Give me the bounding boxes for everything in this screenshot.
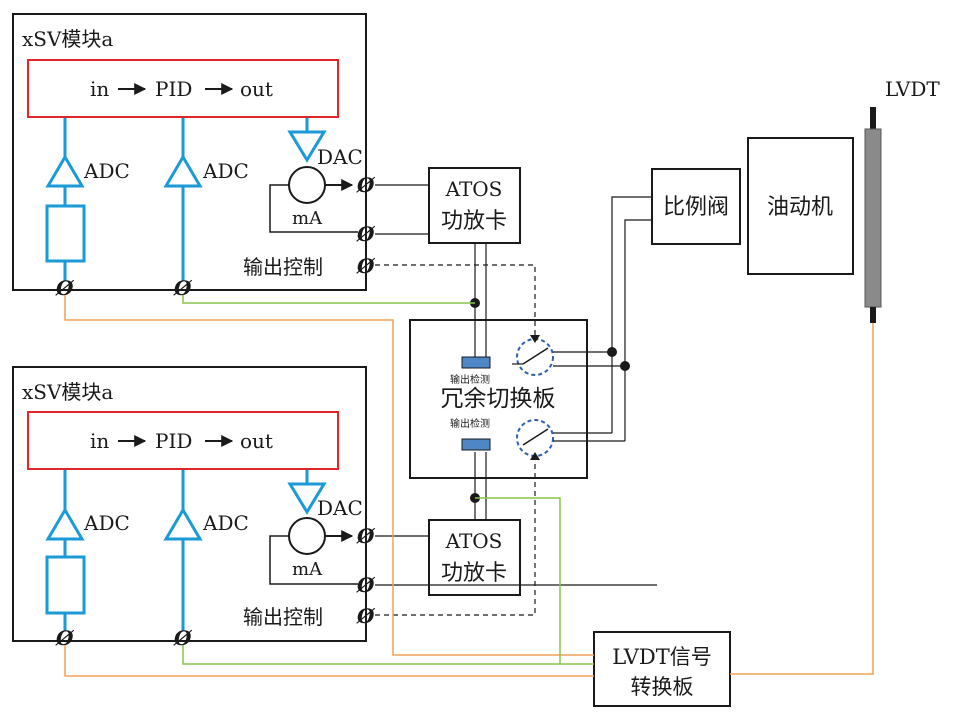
lvdt-top-cap xyxy=(870,107,876,129)
adc-1-triangle-icon xyxy=(45,154,85,188)
pid-label: PID xyxy=(155,429,192,453)
terminal-dac-return: Ø xyxy=(356,573,376,597)
dac-triangle-icon xyxy=(287,482,327,515)
terminal-dac-out: Ø xyxy=(356,173,376,197)
module-frame xyxy=(12,13,367,291)
current-source-icon xyxy=(288,517,326,555)
detect-label-bottom: 输出检测 xyxy=(450,417,490,430)
pid-box xyxy=(27,59,339,118)
adc-1-resistor-icon xyxy=(45,555,86,615)
lvdt-signal-converter: LVDT信号 转换板 xyxy=(593,631,731,707)
junction-dot xyxy=(620,361,630,371)
current-source-icon xyxy=(288,166,326,204)
lvdt-label: LVDT xyxy=(885,77,940,101)
module-frame xyxy=(12,366,367,642)
atos-line2: 功放卡 xyxy=(441,209,507,234)
terminal-output-control: Ø xyxy=(356,604,376,628)
terminal-dac-return: Ø xyxy=(356,222,376,246)
xsv-module-bottom: xSV模块a in PID out ADC ADC DAC mA Ø Ø 输出控… xyxy=(12,366,376,650)
output-control-label: 输出控制 xyxy=(243,255,323,279)
terminal-adc-1: Ø xyxy=(55,276,75,300)
detect-sensor-icon-bottom xyxy=(461,438,491,451)
lvdt-sensor: LVDT xyxy=(864,77,940,323)
valve-label: 比例阀 xyxy=(663,195,729,220)
orange-module-bottom xyxy=(64,645,594,677)
pid-out-label: out xyxy=(240,77,273,101)
ma-label: mA xyxy=(292,559,323,580)
detect-label-top: 输出检测 xyxy=(450,373,490,386)
dac-label: DAC xyxy=(317,145,363,169)
dac-label: DAC xyxy=(317,496,363,520)
orange-module-top xyxy=(64,295,594,656)
terminal-adc-2: Ø xyxy=(173,626,193,650)
adc-2-label: ADC xyxy=(202,159,249,183)
pid-out-label: out xyxy=(240,429,273,453)
pid-in-label: in xyxy=(90,429,109,453)
wire-valve-feed-2 xyxy=(624,219,652,441)
green-module-top xyxy=(182,295,475,304)
lvdt-body-icon xyxy=(864,128,882,308)
board-title: 冗余切换板 xyxy=(441,386,556,412)
converter-line2: 转换板 xyxy=(631,675,694,699)
green-bottom-to-board xyxy=(475,497,561,664)
oil-actuator: 油动机 xyxy=(747,137,854,275)
atos-line1: ATOS xyxy=(445,177,503,201)
adc-2-triangle-icon xyxy=(163,507,203,541)
output-control-label: 输出控制 xyxy=(243,605,323,629)
detect-sensor-icon-top xyxy=(461,356,491,369)
relay-contact-bottom xyxy=(522,428,549,446)
module-title: xSV模块a xyxy=(22,27,113,51)
pid-in-label: in xyxy=(90,77,109,101)
module-title: xSV模块a xyxy=(22,380,113,404)
green-module-bottom xyxy=(182,645,594,665)
orange-lvdt-to-converter xyxy=(730,323,874,675)
terminal-dac-out: Ø xyxy=(356,524,376,548)
adc-1-triangle-icon xyxy=(45,507,85,541)
atos-line2: 功放卡 xyxy=(441,561,507,586)
relay-contact-top xyxy=(522,347,549,365)
adc-2-triangle-icon xyxy=(163,154,203,188)
converter-box xyxy=(593,631,731,707)
redundancy-switch-board: 输出检测 冗余切换板 输出检测 xyxy=(409,319,625,479)
adc-1-label: ADC xyxy=(83,159,130,183)
adc-2-label: ADC xyxy=(202,511,249,535)
actuator-label: 油动机 xyxy=(767,195,833,220)
atos-amplifier-bottom: ATOS 功放卡 xyxy=(428,519,521,596)
valve-box xyxy=(651,168,741,245)
output-control-dashed-top xyxy=(375,264,536,339)
dashed-arrow-bottom xyxy=(530,452,540,460)
adc-1-label: ADC xyxy=(83,511,130,535)
junction-dot xyxy=(607,347,617,357)
wire-valve-feed-1 xyxy=(611,196,652,433)
actuator-box xyxy=(747,137,854,275)
atos-amplifier-top: ATOS 功放卡 xyxy=(428,167,521,244)
pid-box xyxy=(27,411,339,470)
dac-return-line xyxy=(269,535,358,585)
terminal-output-control: Ø xyxy=(356,254,376,278)
converter-line1: LVDT信号 xyxy=(612,645,711,669)
dashed-arrow-top xyxy=(530,335,540,343)
dac-triangle-icon xyxy=(287,130,327,163)
lvdt-bottom-cap xyxy=(870,307,876,323)
atos-line1: ATOS xyxy=(445,529,503,553)
proportional-valve: 比例阀 xyxy=(651,168,741,245)
board-frame xyxy=(409,319,588,479)
dac-return-line xyxy=(269,184,358,233)
adc-1-resistor-icon xyxy=(45,204,86,263)
ma-label: mA xyxy=(292,208,323,229)
terminal-adc-1: Ø xyxy=(55,626,75,650)
terminal-adc-2: Ø xyxy=(173,276,193,300)
output-control-dashed-bottom xyxy=(375,456,536,616)
xsv-module-top: xSV模块a in PID out ADC ADC DAC mA Ø Ø 输出控… xyxy=(12,13,376,300)
pid-label: PID xyxy=(155,77,192,101)
